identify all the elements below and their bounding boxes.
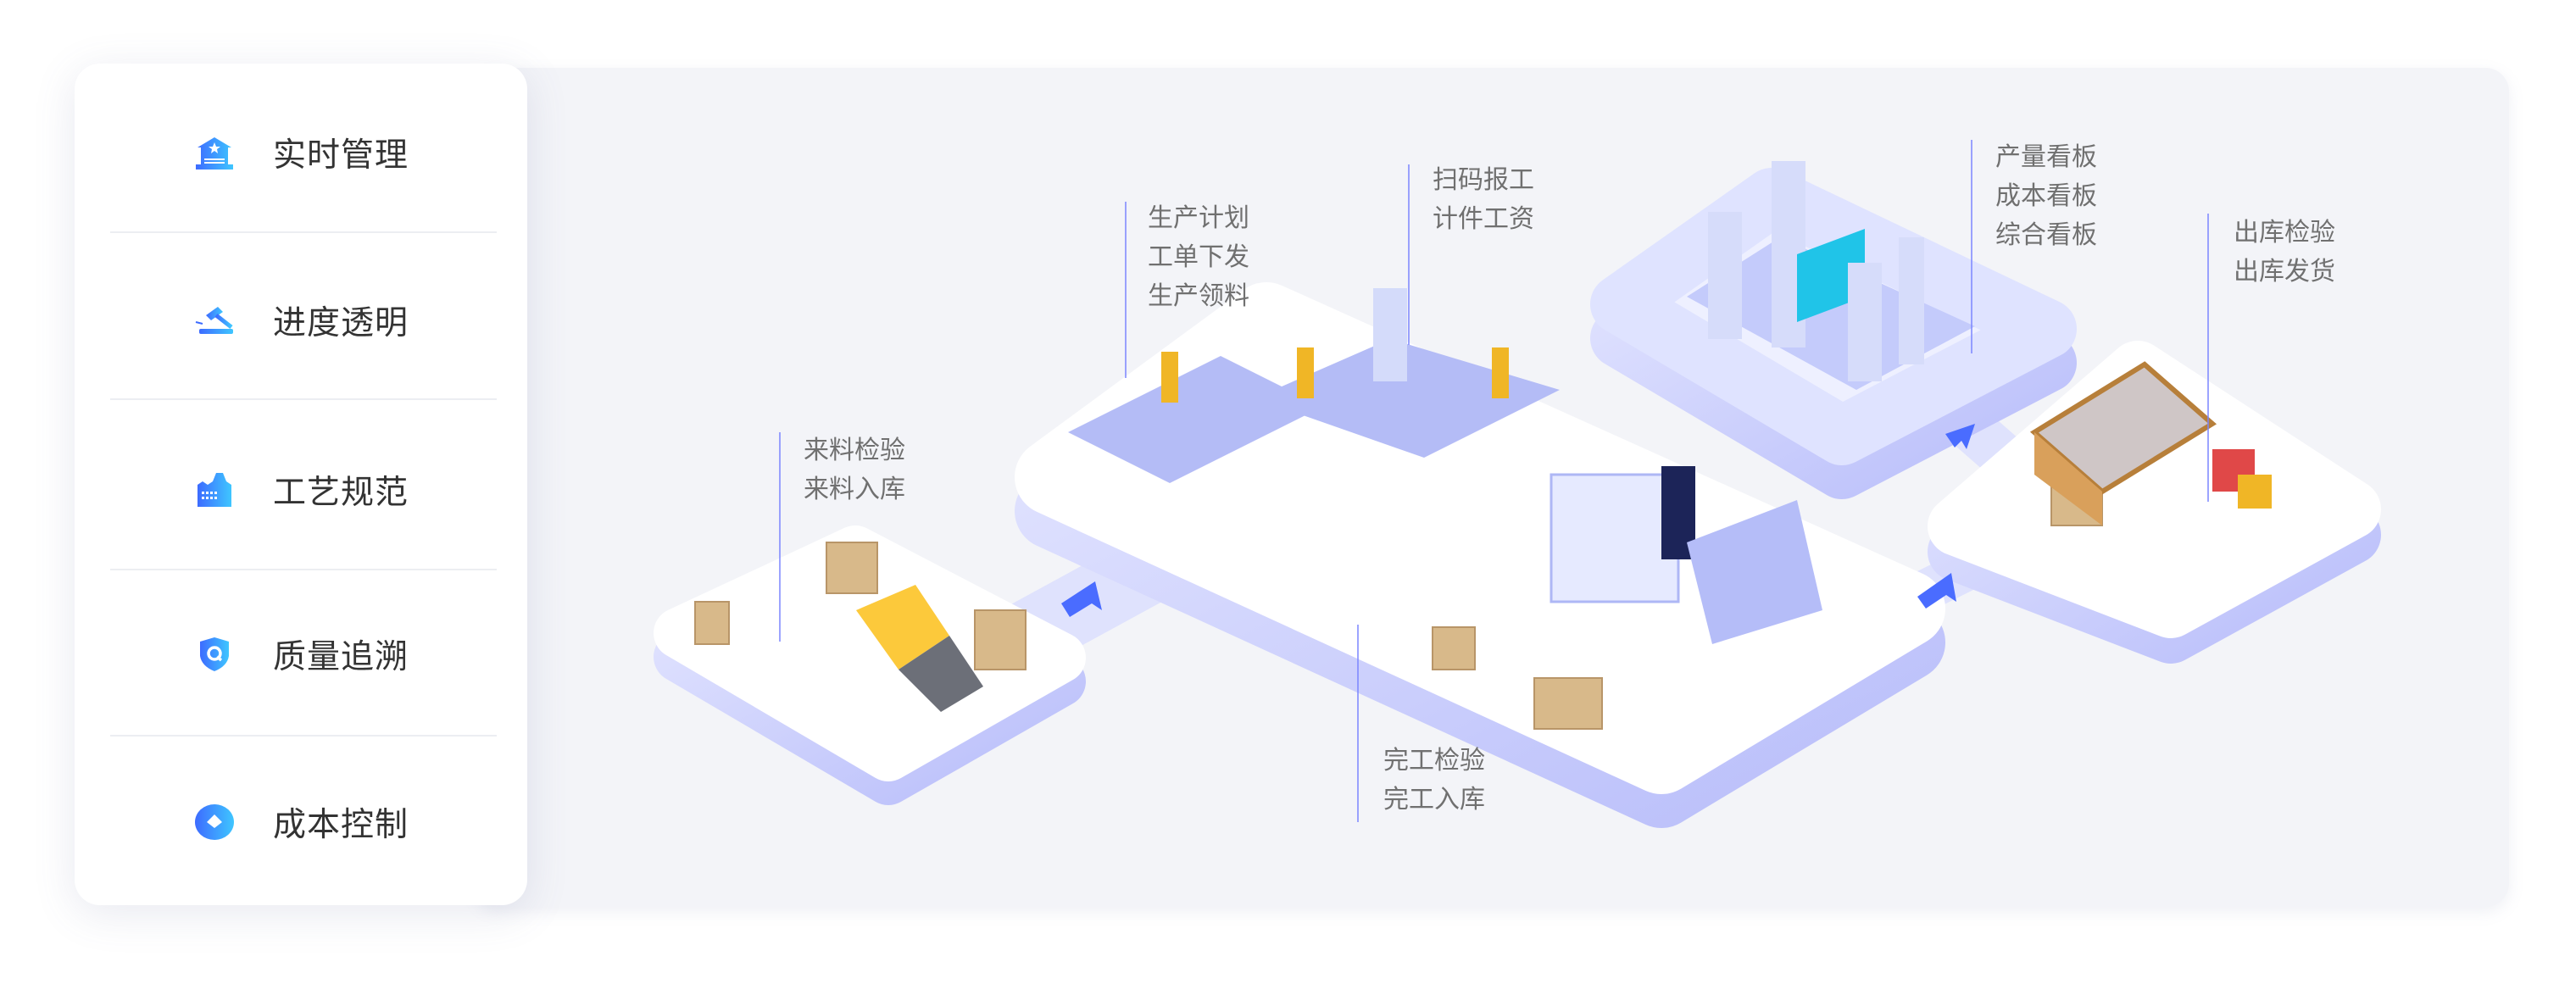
label-completion-inspection: 完工检验 bbox=[1383, 746, 1485, 775]
platform-dashboard bbox=[1590, 168, 2077, 499]
menu-item-quality[interactable]: 质量追溯 bbox=[75, 620, 527, 688]
arrow-icon bbox=[1061, 581, 1102, 617]
flow-arrows bbox=[1061, 424, 1975, 617]
robot-arms bbox=[1161, 347, 1509, 403]
callout-line bbox=[779, 432, 781, 642]
callout-line bbox=[1971, 140, 1972, 353]
assembly-line bbox=[1068, 288, 1560, 483]
label-cost-board: 成本看板 bbox=[1995, 181, 2097, 211]
label-incoming-storage: 来料入库 bbox=[804, 475, 905, 504]
label-incoming-inspection: 来料检验 bbox=[804, 436, 905, 465]
callout-line bbox=[1408, 164, 1410, 345]
station-incoming: 来料检验 来料入库 bbox=[804, 431, 905, 509]
inspection-station bbox=[1549, 466, 1822, 644]
menu-item-label: 实时管理 bbox=[273, 136, 409, 175]
shield-q-icon bbox=[193, 633, 236, 675]
divider bbox=[110, 398, 497, 400]
menu-item-progress[interactable]: 进度透明 bbox=[75, 286, 527, 354]
gavel-icon bbox=[193, 299, 236, 342]
callout-line bbox=[1357, 625, 1359, 822]
label-outbound-shipping: 出库发货 bbox=[2234, 257, 2335, 286]
label-work-order: 工单下发 bbox=[1148, 242, 1249, 272]
station-reporting: 扫码报工 计件工资 bbox=[1433, 161, 1534, 239]
menu-item-label: 工艺规范 bbox=[273, 474, 409, 512]
menu-item-cost[interactable]: 成本控制 bbox=[75, 788, 527, 856]
arrow-icon bbox=[1945, 424, 1975, 449]
menu-item-label: 进度透明 bbox=[273, 304, 409, 342]
label-outbound-inspection: 出库检验 bbox=[2234, 218, 2335, 247]
divider bbox=[110, 735, 497, 737]
callout-line bbox=[1125, 202, 1127, 378]
label-scan-report: 扫码报工 bbox=[1433, 165, 1534, 195]
menu-item-realtime[interactable]: 实时管理 bbox=[75, 119, 527, 186]
callout-line bbox=[2207, 214, 2209, 502]
dashboard-screens bbox=[1708, 161, 1924, 381]
menu-item-process[interactable]: 工艺规范 bbox=[75, 456, 527, 524]
menu-item-label: 质量追溯 bbox=[273, 638, 409, 676]
divider bbox=[110, 569, 497, 570]
feature-menu: 实时管理 进度透明 工艺规范 质量追溯 成本控制 bbox=[75, 64, 527, 905]
delivery-truck bbox=[856, 585, 983, 712]
label-piece-wage: 计件工资 bbox=[1433, 204, 1534, 234]
arrow-icon bbox=[1917, 573, 1956, 609]
menu-item-label: 成本控制 bbox=[273, 806, 409, 844]
divider bbox=[110, 231, 497, 233]
house-star-icon bbox=[193, 131, 236, 174]
label-material-pick: 生产领料 bbox=[1148, 281, 1249, 311]
station-outbound: 出库检验 出库发货 bbox=[2234, 214, 2335, 292]
factory-icon bbox=[193, 469, 236, 511]
station-production: 生产计划 工单下发 生产领料 bbox=[1148, 199, 1249, 316]
station-completion: 完工检验 完工入库 bbox=[1383, 742, 1485, 820]
label-overall-board: 综合看板 bbox=[1995, 220, 2097, 250]
station-dashboards: 产量看板 成本看板 综合看板 bbox=[1995, 138, 2097, 255]
label-completion-storage: 完工入库 bbox=[1383, 785, 1485, 814]
label-production-plan: 生产计划 bbox=[1148, 203, 1249, 233]
label-output-board: 产量看板 bbox=[1995, 142, 2097, 172]
platform-incoming bbox=[654, 525, 1086, 805]
diamond-coin-icon bbox=[193, 801, 236, 843]
warehouse bbox=[2029, 361, 2272, 525]
